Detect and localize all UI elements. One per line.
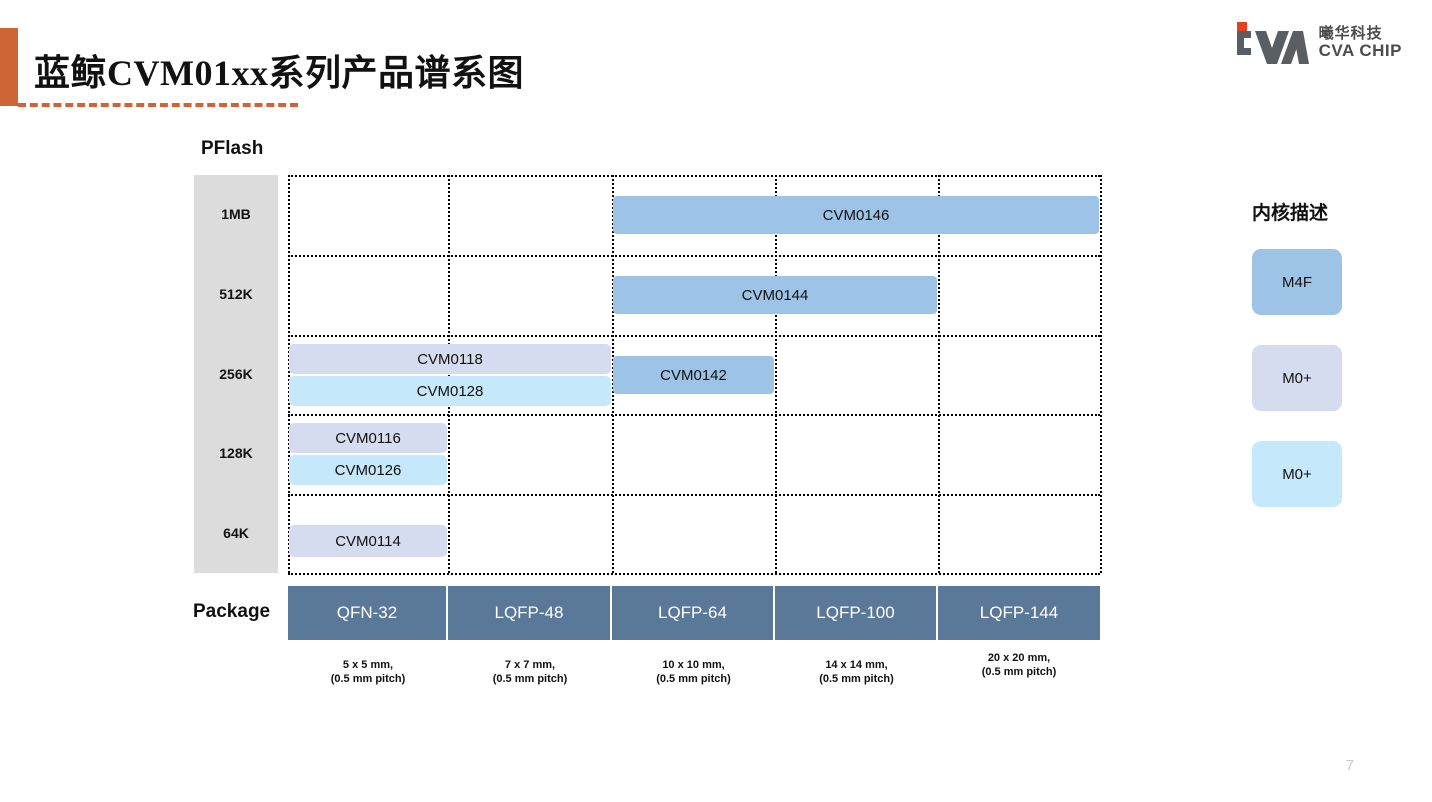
package-label: QFN-32 [336, 603, 398, 622]
product-bar-label: CVM0114 [335, 532, 401, 550]
legend-title: 内核描述 [1252, 203, 1329, 224]
grid-line-vertical [938, 175, 940, 573]
package-size-caption: 14 x 14 mm,(0.5 mm pitch) [775, 659, 938, 687]
package-label: LQFP-100 [816, 603, 895, 622]
package-box-lqfp-100[interactable]: LQFP-100 [775, 586, 938, 640]
product-bar-cvm0146[interactable]: CVM0146 [613, 196, 1099, 234]
logo-name-cn: 曦华科技 [1318, 25, 1383, 43]
product-bar-cvm0126[interactable]: CVM0126 [289, 455, 447, 485]
package-size-caption: 10 x 10 mm,(0.5 mm pitch) [612, 659, 775, 687]
y-axis-tick: 512K [219, 286, 253, 302]
product-bar-label: CVM0128 [416, 382, 484, 400]
package-size-caption: 20 x 20 mm,(0.5 mm pitch) [938, 652, 1100, 680]
legend-item-label: M0+ [1282, 369, 1312, 387]
grid-line-vertical [775, 175, 777, 573]
package-size-line: (0.5 mm pitch) [656, 672, 731, 685]
grid-line-horizontal [288, 255, 1100, 257]
package-size-caption: 7 x 7 mm,(0.5 mm pitch) [448, 659, 612, 687]
product-bar-label: CVM0144 [741, 286, 809, 304]
package-label: LQFP-48 [494, 603, 564, 622]
grid-line-horizontal [288, 175, 1100, 177]
package-size-line: (0.5 mm pitch) [819, 672, 894, 685]
legend: 内核描述 M4F M0+ M0+ [1252, 198, 1412, 537]
product-bar-label: CVM0142 [660, 366, 727, 384]
company-logo: 曦华科技 CVA CHIP [1231, 18, 1402, 68]
y-axis-tick: 64K [223, 524, 249, 541]
package-size-line: 7 x 7 mm, [504, 659, 556, 671]
legend-item-label: M0+ [1282, 465, 1312, 483]
product-bar-label: CVM0146 [822, 206, 890, 224]
grid-line-vertical [288, 175, 290, 573]
grid-line-horizontal [288, 335, 1100, 337]
package-size-line: (0.5 mm pitch) [492, 672, 568, 685]
package-box-qfn-32[interactable]: QFN-32 [288, 586, 448, 640]
grid-line-horizontal [288, 494, 1100, 496]
grid-line-horizontal [288, 414, 1100, 416]
product-bar-label: CVM0118 [417, 350, 483, 368]
product-bar-label: CVM0116 [335, 429, 401, 447]
y-axis-label: PFlash [201, 138, 264, 159]
product-bar-label: CVM0126 [334, 461, 402, 479]
package-label: LQFP-64 [658, 603, 727, 622]
grid-line-vertical [1100, 175, 1102, 573]
legend-item-label: M4F [1282, 273, 1312, 291]
product-bar-cvm0142[interactable]: CVM0142 [613, 356, 774, 394]
product-bar-cvm0118[interactable]: CVM0118 [289, 344, 611, 374]
legend-items: M4F M0+ M0+ [1252, 249, 1412, 507]
package-label: LQFP-144 [979, 603, 1059, 622]
product-bar-cvm0128[interactable]: CVM0128 [289, 376, 611, 406]
package-size-line: 10 x 10 mm, [662, 659, 725, 671]
package-size-caption: 5 x 5 mm,(0.5 mm pitch) [288, 659, 448, 687]
product-bar-cvm0114[interactable]: CVM0114 [289, 525, 447, 557]
page-number: 7 [1345, 757, 1354, 774]
logo-text: 曦华科技 CVA CHIP [1319, 26, 1402, 60]
x-axis-label: Package [193, 601, 271, 622]
package-box-lqfp-144[interactable]: LQFP-144 [938, 586, 1100, 640]
title-accent-bar [0, 28, 18, 106]
product-bar-cvm0144[interactable]: CVM0144 [613, 276, 937, 314]
y-axis-tick: 256K [219, 365, 253, 382]
legend-item-1[interactable]: M0+ [1252, 345, 1342, 411]
package-size-line: (0.5 mm pitch) [981, 665, 1057, 678]
logo-name-en: CVA CHIP [1318, 40, 1402, 60]
y-axis-tick: 1MB [221, 206, 251, 222]
grid-line-horizontal [288, 573, 1100, 575]
y-axis-tick: 128K [219, 445, 253, 461]
grid-line-vertical [448, 175, 450, 573]
package-box-lqfp-48[interactable]: LQFP-48 [448, 586, 612, 640]
package-size-line: 5 x 5 mm, [342, 659, 394, 671]
cva-logo-mark-icon [1231, 22, 1309, 64]
product-bar-cvm0116[interactable]: CVM0116 [289, 423, 447, 453]
package-box-lqfp-64[interactable]: LQFP-64 [612, 586, 775, 640]
package-size-line: (0.5 mm pitch) [330, 672, 406, 685]
legend-item-2[interactable]: M0+ [1252, 441, 1342, 507]
package-size-line: 14 x 14 mm, [825, 659, 888, 671]
legend-item-0[interactable]: M4F [1252, 249, 1342, 315]
page-title: 蓝鲸CVM01xx系列产品谱系图 [34, 53, 524, 93]
y-axis-scale: 1MB 512K 256K 128K 64K [194, 175, 278, 573]
package-size-line: 20 x 20 mm, [987, 652, 1051, 664]
title-underline-dashes [18, 103, 298, 107]
